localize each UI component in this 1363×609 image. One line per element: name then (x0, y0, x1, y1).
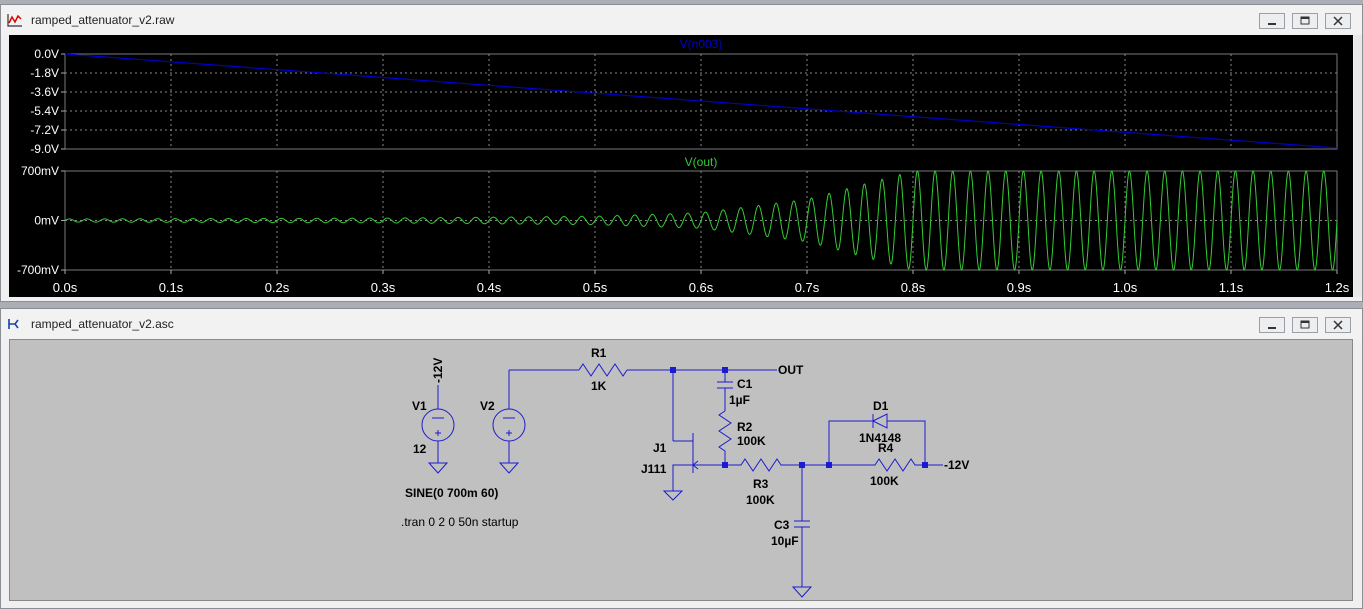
junction-dots (670, 367, 928, 468)
schematic-drawing[interactable]: -12V V1 12 V2 SINE(0 700m 60) .tran 0 2 … (10, 340, 1354, 602)
y-tick-label: -9.0V (30, 142, 59, 156)
r4-name: R4 (878, 441, 894, 455)
plot-window-titlebar[interactable]: ramped_attenuator_v2.raw (1, 5, 1362, 35)
minimize-button[interactable] (1259, 317, 1285, 333)
x-tick-label: 0.9s (1007, 280, 1032, 295)
schematic-canvas[interactable]: -12V V1 12 V2 SINE(0 700m 60) .tran 0 2 … (9, 339, 1353, 601)
v2-value: SINE(0 700m 60) (405, 486, 498, 500)
restore-button[interactable] (1292, 13, 1318, 29)
y-tick-label: -700mV (17, 263, 59, 277)
v2-source[interactable] (492, 370, 526, 474)
r1-resistor[interactable] (578, 363, 628, 377)
y-tick-label: -7.2V (30, 123, 59, 137)
c3-name: C3 (774, 518, 790, 532)
out-label: OUT (778, 363, 804, 377)
x-tick-label: 1.0s (1113, 280, 1138, 295)
minimize-button[interactable] (1259, 13, 1285, 29)
d1-value: 1N4148 (859, 431, 901, 445)
x-tick-label: 0.6s (689, 280, 714, 295)
c3-value: 10µF (771, 534, 799, 548)
sim-directive: .tran 0 2 0 50n startup (401, 515, 519, 529)
plot-window-title: ramped_attenuator_v2.raw (31, 13, 175, 27)
rail-label: -12V (944, 458, 969, 472)
restore-button[interactable] (1292, 317, 1318, 333)
r3-resistor[interactable] (725, 458, 809, 472)
r4-resistor[interactable] (852, 458, 937, 472)
r3-name: R3 (753, 477, 769, 491)
x-tick-label: 0.0s (53, 280, 78, 295)
y-tick-label: -3.6V (30, 85, 59, 99)
j1-value: J111 (641, 462, 667, 476)
c1-value: 1µF (729, 393, 750, 407)
v1-name: V1 (412, 399, 427, 413)
x-tick-label: 1.2s (1325, 280, 1350, 295)
waveform-icon (7, 14, 22, 27)
y-tick-label: 700mV (21, 164, 59, 178)
schematic-icon (8, 319, 19, 329)
x-tick-label: 0.8s (901, 280, 926, 295)
j1-jfet[interactable] (662, 370, 725, 501)
trace-title-vn003: V(n003) (680, 37, 723, 51)
trace-vout (64, 170, 1338, 271)
y-tick-label: 0.0V (34, 47, 59, 61)
v2-name: V2 (480, 399, 495, 413)
x-tick-label: 0.2s (265, 280, 290, 295)
r1-value: 1K (591, 379, 607, 393)
c3-capacitor[interactable] (791, 465, 813, 598)
j1-name: J1 (653, 441, 667, 455)
d1-name: D1 (873, 399, 889, 413)
y-tick-label: 0mV (34, 214, 59, 228)
d1-diode[interactable] (828, 413, 926, 465)
r3-value: 100K (746, 493, 775, 507)
x-tick-label: 0.3s (371, 280, 396, 295)
plot-scrollbar[interactable] (1354, 35, 1362, 297)
waveform-plot[interactable]: 0.0s 0.1s 0.2s 0.3s 0.4s 0.5s 0.6s 0.7s 0.8s 0.9s… (9, 35, 1353, 297)
trace-title-vout: V(out) (685, 155, 718, 169)
v1-value: 12 (413, 442, 427, 456)
r4-value: 100K (870, 474, 899, 488)
r1-name: R1 (591, 346, 607, 360)
x-tick-label: 0.4s (477, 280, 502, 295)
r2-name: R2 (737, 420, 753, 434)
close-button[interactable] (1325, 317, 1351, 333)
schematic-window-titlebar[interactable]: ramped_attenuator_v2.asc (1, 309, 1362, 339)
x-tick-label: 0.1s (159, 280, 184, 295)
v1-rail-label: -12V (431, 358, 445, 383)
close-button[interactable] (1325, 13, 1351, 29)
c1-name: C1 (737, 377, 753, 391)
schematic-window-title: ramped_attenuator_v2.asc (31, 317, 174, 331)
window-separator (0, 302, 1363, 308)
y-tick-label: -1.8V (30, 66, 59, 80)
x-tick-label: 1.1s (1219, 280, 1244, 295)
waveform-plot-pane[interactable]: 0.0s 0.1s 0.2s 0.3s 0.4s 0.5s 0.6s 0.7s 0.8s 0.9s… (9, 35, 1353, 297)
r2-value: 100K (737, 434, 766, 448)
r2-resistor[interactable] (718, 410, 732, 466)
x-tick-label: 0.5s (583, 280, 608, 295)
y-tick-label: -5.4V (30, 104, 59, 118)
trace-vn003 (64, 53, 1338, 149)
v1-source[interactable] (421, 385, 455, 474)
x-tick-label: 0.7s (795, 280, 820, 295)
